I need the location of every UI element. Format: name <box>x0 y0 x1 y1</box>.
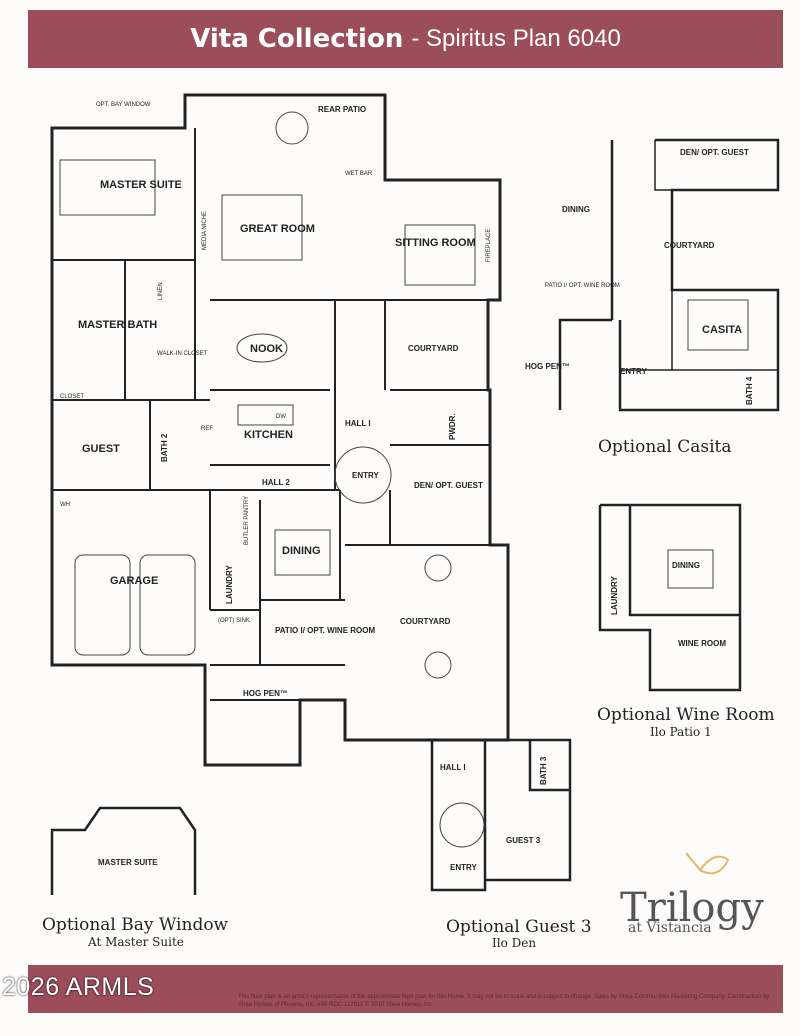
wine-laundry: LAUNDRY <box>610 576 619 615</box>
casita-bath-4: BATH 4 <box>745 376 754 405</box>
casita-room: CASITA <box>702 324 742 336</box>
room-garage: GARAGE <box>110 575 158 587</box>
casita-courtyard: COURTYARD <box>664 241 715 250</box>
room-patio-wine: PATIO I/ OPT. WINE ROOM <box>275 626 375 635</box>
wine-room: WINE ROOM <box>678 639 726 648</box>
guest3-outline <box>430 738 572 892</box>
guest3-bath-3: BATH 3 <box>539 756 548 785</box>
wine-dining-table <box>667 549 714 589</box>
casita-dining: DINING <box>562 205 590 214</box>
room-hall-2: HALL 2 <box>262 478 290 487</box>
label-opt-bay-window: OPT. BAY WINDOW <box>96 102 151 108</box>
bay-master-suite: MASTER SUITE <box>98 858 158 867</box>
room-bath-2: BATH 2 <box>160 433 169 462</box>
room-hall-1: HALL I <box>345 419 371 428</box>
copyright-watermark: 2026 ARMLS <box>2 973 155 1001</box>
room-entry: ENTRY <box>352 471 379 480</box>
bay-window-outline <box>50 806 197 895</box>
guest3-hall-1: HALL I <box>440 763 466 772</box>
great-room-seating <box>221 194 303 261</box>
wine-room-caption: Optional Wine Room <box>597 705 775 725</box>
bay-window-caption: Optional Bay Window <box>42 915 229 935</box>
room-great-room: GREAT ROOM <box>240 223 315 235</box>
title-banner: Vita Collection - Spiritus Plan 6040 <box>28 10 783 68</box>
room-den-guest: DEN/ OPT. GUEST <box>414 481 483 490</box>
courtyard-table-2 <box>424 651 452 679</box>
plan-subtitle: - Spiritus Plan 6040 <box>411 25 621 52</box>
casita-den: DEN/ OPT. GUEST <box>680 148 749 157</box>
label-butler-pantry: BUTLER PANTRY <box>244 496 250 545</box>
room-laundry: LAUNDRY <box>225 565 234 604</box>
label-media-niche: MEDIA NICHE <box>202 211 208 250</box>
label-wh: WH <box>60 502 70 508</box>
master-bed <box>59 159 156 216</box>
dining-table <box>274 529 331 576</box>
label-wet-bar: WET BAR <box>345 171 373 177</box>
room-courtyard: COURTYARD <box>408 344 459 353</box>
room-master-bath: MASTER BATH <box>78 319 157 331</box>
casita-table <box>687 299 749 351</box>
room-master-suite: MASTER SUITE <box>100 179 182 191</box>
courtyard-table <box>424 554 452 582</box>
nook-table <box>236 333 288 363</box>
guest3-subcaption: Ilo Den <box>492 936 537 950</box>
room-hog-pen: HOG PEN™ <box>243 689 288 698</box>
casita-entry: ENTRY <box>620 367 647 376</box>
room-kitchen: KITCHEN <box>244 429 293 441</box>
label-closet: CLOSET <box>60 394 84 400</box>
car-1 <box>74 554 131 656</box>
butterfly-logo-icon <box>685 852 730 875</box>
label-opt-sink: (OPT) SINK <box>218 618 250 624</box>
room-guest: GUEST <box>82 443 120 455</box>
guest3-room: GUEST 3 <box>506 836 541 845</box>
guest3-entry: ENTRY <box>450 863 477 872</box>
kitchen-island <box>237 404 294 426</box>
patio-umbrella <box>275 111 309 145</box>
room-rear-patio: REAR PATIO <box>318 105 366 114</box>
entry-rotunda <box>334 446 392 504</box>
footer-banner: This floor plan is an artist's represent… <box>28 965 783 1013</box>
collection-title: Vita Collection <box>190 24 404 54</box>
label-ref: REF <box>201 426 213 432</box>
room-sitting-room: SITTING ROOM <box>395 237 476 249</box>
bay-window-subcaption: At Master Suite <box>88 935 184 949</box>
label-dw: DW <box>276 414 286 420</box>
brand-tagline: at Vistancia <box>628 920 712 936</box>
label-fireplace: FIREPLACE <box>486 229 492 262</box>
casita-patio-wine: PATIO I/ OPT. WINE ROOM <box>545 283 620 289</box>
guest3-caption: Optional Guest 3 <box>446 917 592 937</box>
brand-logo: Trilogy <box>620 885 764 931</box>
room-powder: PWDR. <box>448 413 457 440</box>
wine-room-outline <box>598 503 742 692</box>
label-walk-in-closet: WALK-IN CLOSET <box>157 351 208 357</box>
label-linen: LINEN <box>158 282 164 300</box>
interior-walls <box>52 128 508 701</box>
casita-hog-pen: HOG PEN™ <box>525 362 570 371</box>
wine-dining: DINING <box>672 561 700 570</box>
room-nook: NOOK <box>250 343 283 355</box>
car-2 <box>139 554 196 656</box>
room-dining: DINING <box>282 545 321 557</box>
wine-room-subcaption: Ilo Patio 1 <box>650 725 712 739</box>
sitting-room-table <box>404 224 476 286</box>
room-courtyard-2: COURTYARD <box>400 617 451 626</box>
casita-caption: Optional Casita <box>598 437 732 457</box>
disclaimer-text: This floor plan is an artist's represent… <box>238 994 770 1008</box>
